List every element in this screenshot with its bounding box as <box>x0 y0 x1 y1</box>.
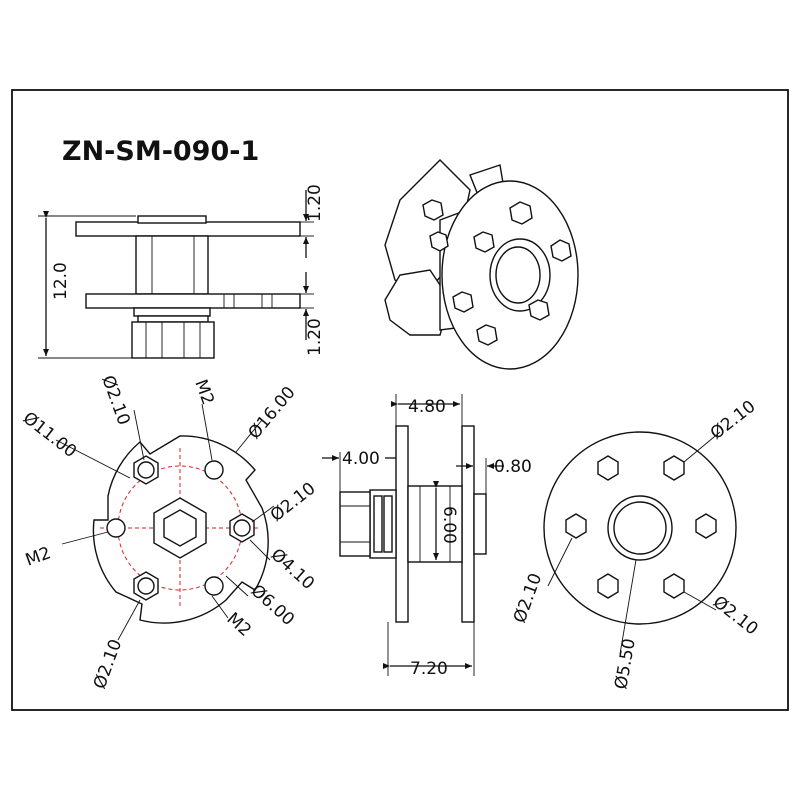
front-inner-diameter-label: Ø6.00 <box>247 581 298 630</box>
front-outer-diameter-label: Ø16.00 <box>245 383 300 443</box>
section-flange-thickness-label: 0.80 <box>494 457 532 477</box>
side-view: 12.0 1.20 1.20 <box>38 184 325 359</box>
bottom-flange-dimension-label: 1.20 <box>305 318 325 356</box>
front-thread-top-label: M2 <box>190 377 218 408</box>
front-hex-diameter-label: Ø4.10 <box>267 545 318 594</box>
part-number-title: ZN-SM-090-1 <box>62 136 259 167</box>
drawing-frame <box>11 89 789 711</box>
front-hole-bottom-left-label: Ø2.10 <box>90 637 126 692</box>
section-hub-length-label: 4.00 <box>342 449 380 469</box>
top-flange-dimension-label: 1.20 <box>305 184 325 222</box>
section-width-top-label: 4.80 <box>408 397 446 417</box>
front-view: Ø16.00 Ø11.00 Ø2.10 M2 Ø2.10 M2 Ø4.10 Ø6… <box>19 373 320 692</box>
section-total-length-label: 7.20 <box>410 659 448 679</box>
front-thread-left-label: M2 <box>23 543 54 571</box>
back-view: Ø2.10 Ø2.10 Ø2.10 Ø5.50 <box>510 397 762 691</box>
front-hole-top-left-label: Ø2.10 <box>97 373 133 428</box>
height-dimension-label: 12.0 <box>51 262 71 300</box>
front-hole-right-label: Ø2.10 <box>267 479 320 526</box>
section-view: 4.80 4.00 0.80 6.00 7.20 <box>322 394 532 679</box>
back-hole-bottom-left-label: Ø2.10 <box>510 571 546 626</box>
isometric-view <box>384 159 579 370</box>
back-hole-top-right-label: Ø2.10 <box>707 397 760 444</box>
section-bore-label: 6.00 <box>439 506 459 544</box>
back-center-diameter-label: Ø5.50 <box>611 637 640 691</box>
front-pitch-diameter-label: Ø11.00 <box>19 408 80 462</box>
front-thread-bottom-label: M2 <box>223 609 255 641</box>
back-hole-bottom-right-label: Ø2.10 <box>709 592 762 639</box>
